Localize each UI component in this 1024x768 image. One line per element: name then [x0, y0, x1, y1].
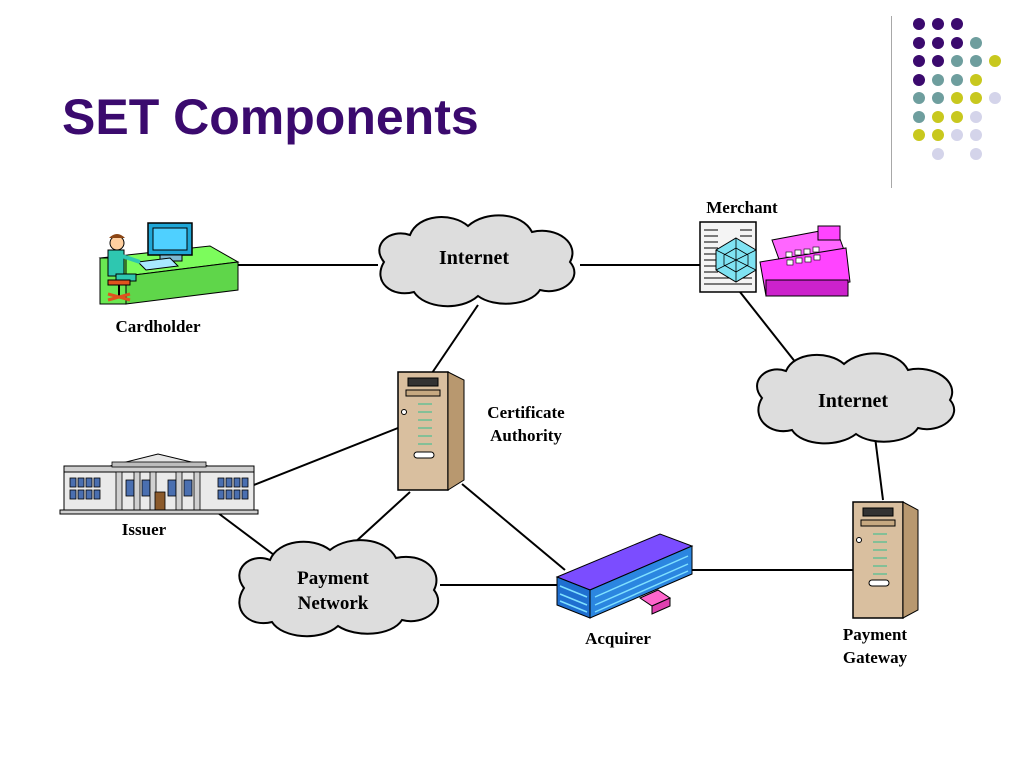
- merchant-illustration: [699, 221, 851, 297]
- dot-row-7: [913, 129, 982, 141]
- issuer-label: Issuer: [122, 520, 167, 539]
- dot-row-1: [913, 18, 963, 30]
- dot-row-5: [913, 92, 1001, 104]
- cloud-payment-network: Payment Network: [238, 539, 440, 638]
- payment-network-label-line2: Network: [298, 593, 369, 614]
- link-issuer-ca: [253, 427, 399, 486]
- link-internet-gateway: [874, 436, 884, 501]
- payment-gateway-server: [852, 501, 919, 619]
- link-merchant-internet: [739, 291, 801, 369]
- certificate-authority-label-line1: Certificate: [487, 403, 565, 422]
- dot-row-4: [913, 74, 982, 86]
- header-divider: [891, 16, 892, 188]
- link-ca-acquirer: [461, 483, 566, 571]
- link-internet-ca: [431, 304, 479, 374]
- dot-row-2: [913, 37, 982, 49]
- cardholder-label: Cardholder: [116, 317, 201, 336]
- acquirer-label: Acquirer: [585, 629, 651, 648]
- dot-row-3: [913, 55, 1001, 67]
- merchant-label: Merchant: [706, 198, 778, 217]
- certificate-authority-label-line2: Authority: [490, 426, 562, 445]
- connection-lines: [217, 264, 884, 586]
- internet-right-label: Internet: [818, 390, 888, 412]
- cardholder-illustration: [98, 222, 240, 305]
- payment-network-label-line1: Payment: [297, 568, 369, 589]
- dot-row-8: [932, 148, 982, 160]
- cloud-internet-right: Internet: [756, 352, 956, 445]
- issuer-building: [59, 453, 259, 515]
- decorative-dot-grid: [913, 18, 1001, 160]
- acquirer-building: [555, 533, 694, 619]
- payment-gateway-label-line1: Payment: [843, 625, 908, 644]
- certificate-authority-server: [397, 371, 465, 491]
- cloud-internet-top: Internet: [378, 214, 576, 308]
- slide-title: SET Components: [62, 89, 479, 145]
- internet-top-label: Internet: [439, 247, 509, 269]
- link-ca-network: [351, 491, 411, 546]
- dot-row-6: [913, 111, 982, 123]
- payment-gateway-label-line2: Gateway: [843, 648, 908, 667]
- link-issuer-network: [217, 512, 279, 559]
